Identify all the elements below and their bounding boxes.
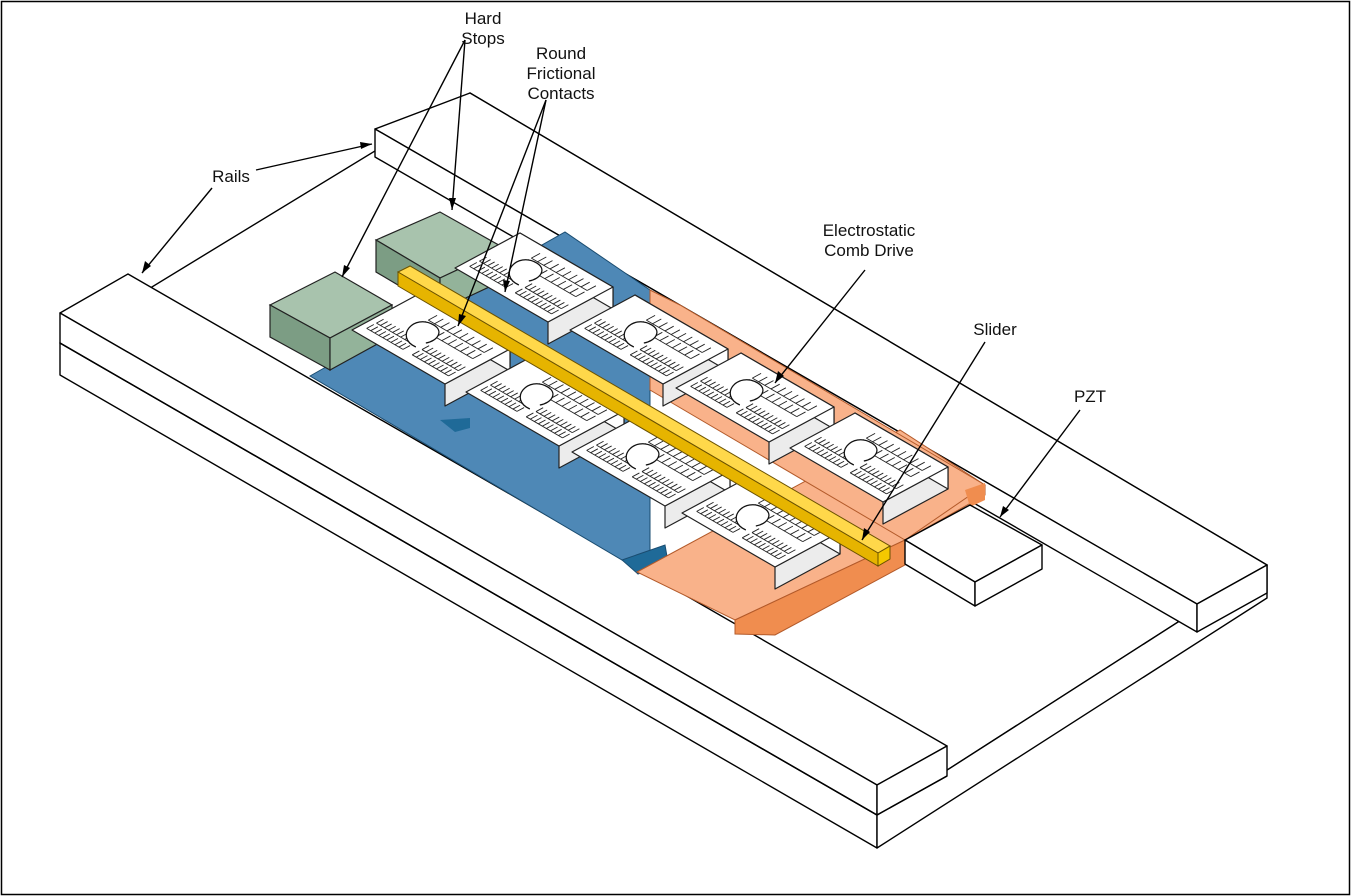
label-slider: Slider [973,320,1017,339]
label-round-line1: Round [536,44,586,63]
label-round-line3: Contacts [527,84,594,103]
label-pzt: PZT [1074,387,1106,406]
label-comb-line1: Electrostatic [823,221,916,240]
label-round-line2: Frictional [527,64,596,83]
label-comb-line2: Comb Drive [824,241,914,260]
label-hard-stops-line2: Stops [461,29,504,48]
label-hard-stops-line1: Hard [465,9,502,28]
label-rails: Rails [212,167,250,186]
